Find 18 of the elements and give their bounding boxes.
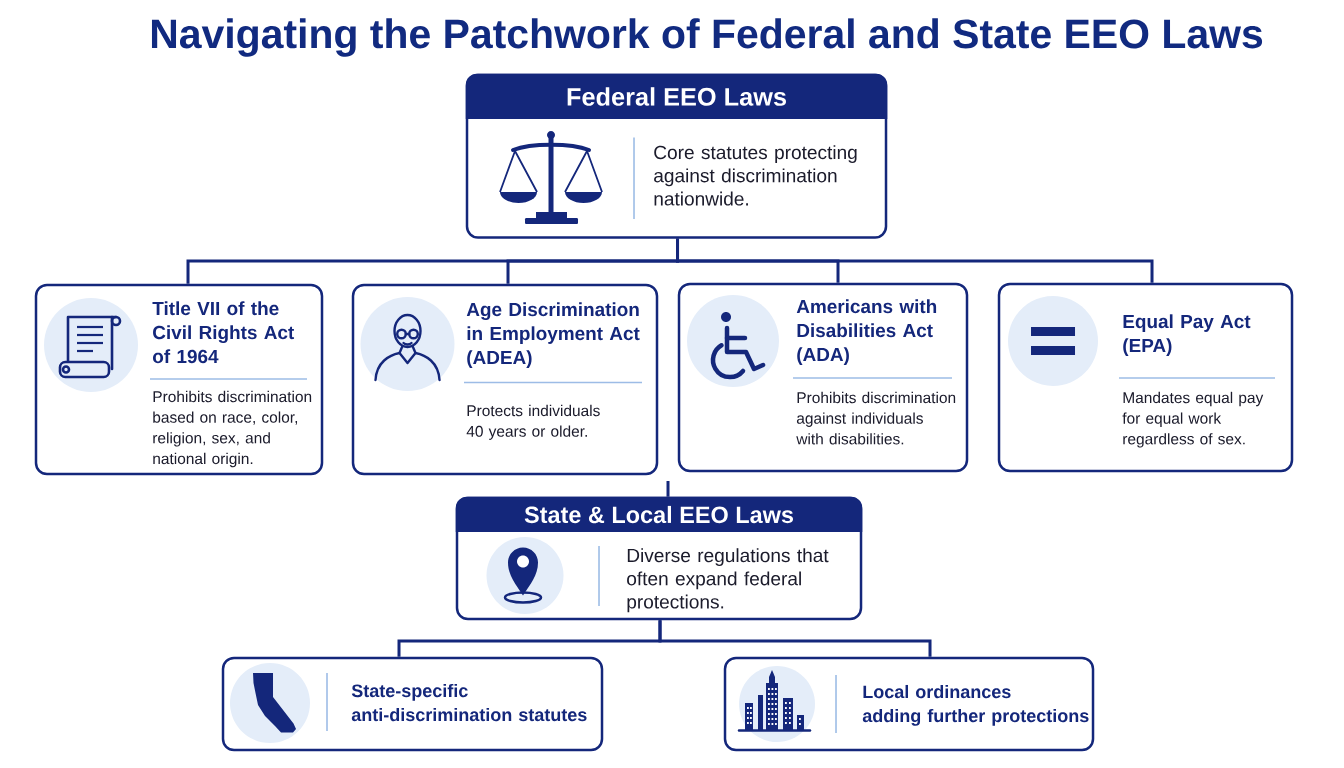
card-title: Age Discrimination in Employment Act (ADEA) (466, 302, 640, 368)
card-header: State & Local EEO Laws (455, 496, 863, 532)
card-description: Protects individuals 40 years or older. (466, 404, 600, 440)
card-title: Equal Pay Act (EPA) (1123, 314, 1251, 356)
card-description: Diverse regulations that often expand federal protections. (627, 548, 829, 613)
card-title: Title VII of the Civil Rights Act of 1964 (152, 301, 295, 364)
card-description: Prohibits discrimination based on race, color, religion, sex, and national origin. (153, 390, 312, 468)
card-title: State-specific anti-discrimination statutes (351, 683, 587, 722)
card-title: Americans with Disabilities Act (ADA) (796, 299, 937, 365)
connector-line (658, 620, 932, 657)
page-title: Navigating the Patchwork of Federal and State EEO Laws (151, 18, 1263, 57)
connector-line (666, 481, 670, 497)
card-description: Core statutes protecting against discrimination nationwide. (654, 145, 857, 206)
connector-line (676, 238, 1154, 283)
card-header: Federal EEO Laws (465, 73, 888, 119)
card-title: Local ordinances adding further protections (862, 684, 1089, 726)
card-description: Mandates equal pay for equal work regardless of sex. (1122, 391, 1264, 448)
card-description: Prohibits discrimination against individuals with disabilities. (796, 391, 956, 445)
